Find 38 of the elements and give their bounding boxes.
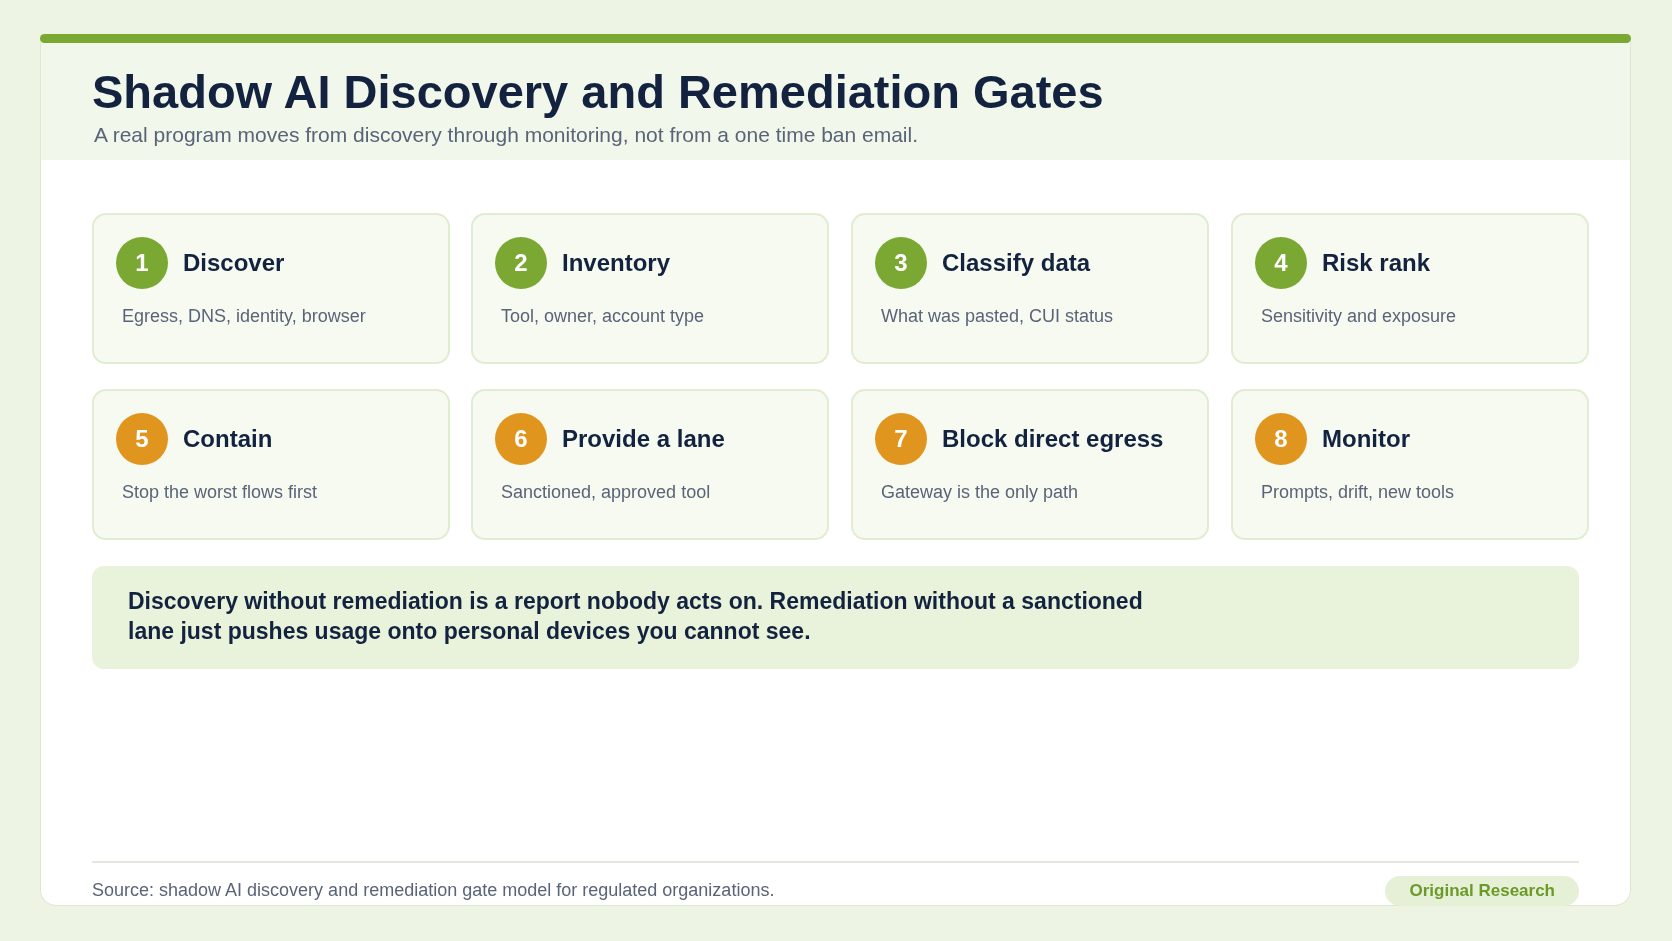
step-number: 1 [116, 237, 168, 289]
step-title: Inventory [562, 248, 671, 278]
step-card [92, 389, 450, 540]
research-tag: Original Research [1385, 876, 1579, 906]
title: Shadow AI Discovery and Remediation Gates [92, 64, 1104, 120]
step-description: Stop the worst flows first [122, 481, 318, 504]
step-title: Monitor [1322, 424, 1410, 454]
step-card [471, 213, 829, 364]
step-title: Discover [183, 248, 285, 278]
step-description: Gateway is the only path [881, 481, 1079, 504]
source-note: Source: shadow AI discovery and remediation gate model for regulated organizations. [92, 879, 775, 901]
step-title: Contain [183, 424, 273, 454]
step-number: 7 [875, 413, 927, 465]
step-description: Prompts, drift, new tools [1261, 481, 1455, 504]
step-title: Block direct egress [942, 424, 1164, 454]
step-card [1231, 213, 1589, 364]
step-description: What was pasted, CUI status [881, 305, 1114, 328]
step-number: 3 [875, 237, 927, 289]
step-title: Classify data [942, 248, 1091, 278]
step-number: 6 [495, 413, 547, 465]
step-number: 5 [116, 413, 168, 465]
step-title: Provide a lane [562, 424, 725, 454]
step-card [851, 389, 1209, 540]
step-title: Risk rank [1322, 248, 1431, 278]
callout-text: Discovery without remediation is a report nobody acts on. Remediation without a sanctioned lane just pushes usage onto personal devices you cannot see. [128, 587, 1144, 646]
step-number: 8 [1255, 413, 1307, 465]
step-number: 4 [1255, 237, 1307, 289]
step-description: Sanctioned, approved tool [501, 481, 711, 504]
step-card [92, 213, 450, 364]
subtitle: A real program moves from discovery through monitoring, not from a one time ban email. [94, 122, 919, 148]
step-card [851, 213, 1209, 364]
step-number: 2 [495, 237, 547, 289]
step-card [471, 389, 829, 540]
step-description: Egress, DNS, identity, browser [122, 305, 366, 328]
step-description: Sensitivity and exposure [1261, 305, 1457, 328]
callout-panel [92, 566, 1579, 669]
step-description: Tool, owner, account type [501, 305, 705, 328]
step-card [1231, 389, 1589, 540]
